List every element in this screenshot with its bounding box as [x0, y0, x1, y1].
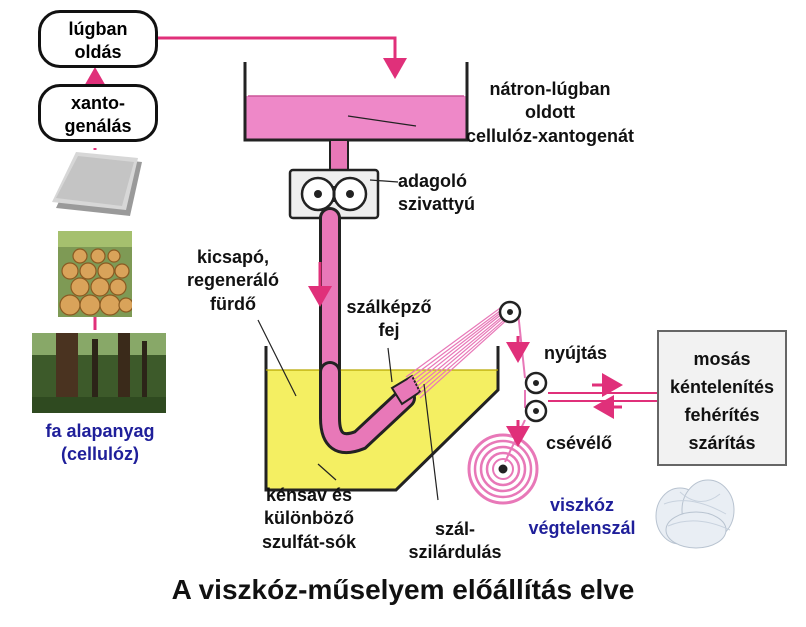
- xanthation-step: xanto- genálás: [38, 84, 158, 142]
- pump-label: adagoló szivattyú: [398, 170, 508, 217]
- tank-label-line1: nátron-lúgban: [489, 79, 611, 99]
- spinneret-label-line2: fej: [378, 320, 400, 341]
- pump-label-line2: szivattyú: [398, 194, 476, 215]
- bath-label-line1: kicsapó,: [196, 247, 270, 267]
- tank-label-line2: oldott: [525, 102, 575, 123]
- reel-spool: [467, 433, 539, 505]
- dissolve-line1: lúgban: [68, 19, 128, 39]
- stretch-roller-bottom: [524, 399, 548, 423]
- process-step-desulfur: kéntelenítés: [669, 377, 775, 397]
- product-label-line1: viszkóz: [549, 495, 615, 515]
- solution-tank: [243, 62, 469, 173]
- solidify-label: szál- szilárdulás: [400, 518, 510, 565]
- pump-label-line1: adagoló: [398, 171, 468, 191]
- spinneret-label-line1: szálképző: [346, 297, 432, 317]
- solidify-label-line1: szál-: [434, 519, 476, 539]
- tank-label-line3: cellulóz-xantogenát: [465, 125, 635, 146]
- spinneret-label: szálképző fej: [334, 296, 444, 343]
- acids-label-line3: szulfát-sók: [261, 531, 357, 552]
- solidify-label-line2: szilárdulás: [408, 542, 502, 563]
- acids-label: kénsav és különböző szulfát-sók: [244, 484, 374, 554]
- bath-label-line2: regeneráló: [186, 270, 280, 291]
- stretch-label: nyújtás: [544, 343, 608, 363]
- forest-icon: [32, 333, 166, 413]
- process-step-wash: mosás: [693, 349, 751, 369]
- acids-label-line2: különböző: [264, 508, 354, 529]
- coagulation-bath: [264, 346, 500, 492]
- gear-pump-icon: [288, 168, 380, 220]
- diagram-title: A viszkóz-műselyem előállítás elve: [171, 574, 635, 605]
- post-processing-box: mosás kéntelenítés fehérítés szárítás: [657, 330, 787, 466]
- bath-label-line3: fürdő: [210, 293, 256, 314]
- product-label-line2: végtelenszál: [528, 518, 636, 539]
- fiber-bundle-icon: [650, 474, 744, 552]
- xanthate-line1: xanto-: [71, 93, 125, 113]
- reel-label: csévélő: [546, 433, 613, 453]
- log-pile-icon: [58, 231, 132, 317]
- pointer-lines: [257, 115, 439, 501]
- paper-sheets-icon: [50, 150, 146, 222]
- stretch-roller-top: [524, 371, 548, 395]
- bath-label: kicsapó, regeneráló fürdő: [168, 246, 298, 316]
- product-label: viszkóz végtelenszál: [512, 494, 652, 541]
- guide-roller: [498, 300, 522, 324]
- dissolve-line2: oldás: [74, 41, 122, 62]
- xanthate-line2: genálás: [64, 115, 132, 136]
- raw-material-label: fa alapanyag (cellulóz): [20, 420, 180, 467]
- acids-label-line1: kénsav és: [265, 485, 353, 505]
- dissolve-step: lúgban oldás: [38, 10, 158, 68]
- tank-label: nátron-lúgban oldott cellulóz-xantogenát: [430, 78, 670, 148]
- raw-material-line1: fa alapanyag: [45, 421, 155, 441]
- raw-material-line2: (cellulóz): [60, 444, 139, 465]
- process-step-dry: szárítás: [688, 433, 756, 453]
- process-step-bleach: fehérítés: [684, 405, 760, 425]
